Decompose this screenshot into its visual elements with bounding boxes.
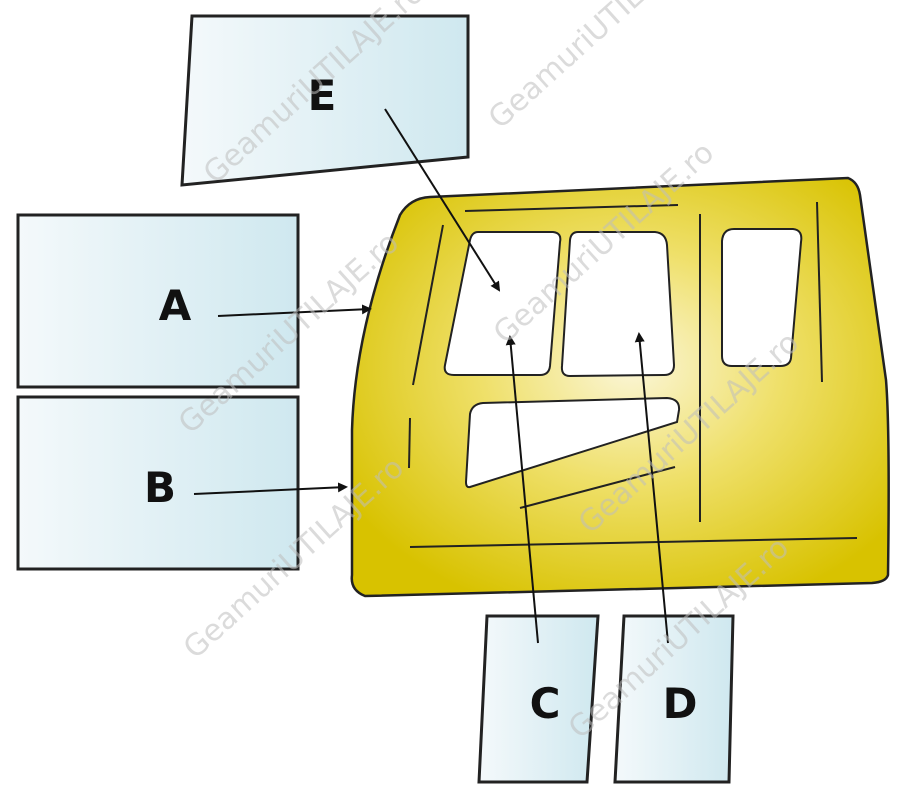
watermark-2: GeamuriUTILAJE.ro <box>482 0 716 136</box>
glass-panel-a: A <box>16 213 300 389</box>
glass-panel-e: E <box>180 14 470 187</box>
cab-window-lower <box>464 396 681 489</box>
leader-lines <box>193 108 669 644</box>
glass-panel-d: D <box>613 614 735 784</box>
panel-a-label: A <box>159 281 192 330</box>
cab-line-right <box>816 201 823 383</box>
cab-window-upper-middle <box>560 231 676 378</box>
panel-a-shape <box>16 213 300 389</box>
arrow-b <box>193 482 348 495</box>
glass-panel-c: C <box>477 614 600 784</box>
panel-d-label: D <box>663 679 698 728</box>
cab-line-bottom <box>409 537 858 548</box>
cab-line-left-low <box>408 417 411 469</box>
cab-line-diagonal <box>519 466 676 509</box>
panel-b-label: B <box>144 463 176 512</box>
panel-e-label: E <box>308 71 337 120</box>
glass-panel-b: B <box>16 395 300 571</box>
arrow-d <box>634 332 669 644</box>
cab-window-upper-left <box>443 231 562 376</box>
panel-c-shape <box>477 614 600 784</box>
panel-c-label: C <box>530 679 561 728</box>
panel-b-shape <box>16 395 300 571</box>
cab-line-left <box>412 224 444 386</box>
cab-body <box>350 176 890 598</box>
panel-d-shape <box>613 614 735 784</box>
cab-line-top <box>464 204 679 212</box>
arrow-a <box>217 304 372 317</box>
panel-e-shape <box>180 14 470 187</box>
arrow-c <box>505 335 539 644</box>
cab-window-upper-right <box>721 228 803 367</box>
arrow-e <box>384 108 501 292</box>
